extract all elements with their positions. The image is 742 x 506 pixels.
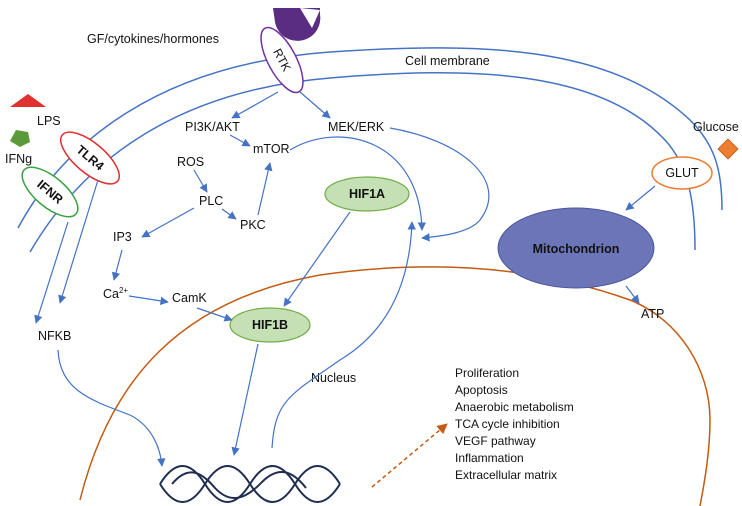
glut-transporter <box>651 156 713 190</box>
outcome-item: Apoptosis <box>455 383 508 397</box>
glut-label: GLUT <box>665 166 699 180</box>
cell-membrane-outer <box>17 47 723 229</box>
glucose-label: Glucose <box>693 120 739 134</box>
plc-label: PLC <box>199 194 223 208</box>
gf-label: GF/cytokines/hormones <box>87 32 219 46</box>
lps-label: LPS <box>37 114 61 128</box>
outcome-item: Proliferation <box>455 366 519 380</box>
atp-label: ATP <box>641 307 664 321</box>
outcome-item: Inflammation <box>455 451 524 465</box>
mtor-label: mTOR <box>253 142 290 156</box>
glucose-icon <box>717 138 739 160</box>
dna-helix-icon <box>159 465 341 503</box>
pkc-label: PKC <box>240 218 266 232</box>
outcome-item: VEGF pathway <box>455 434 536 448</box>
outcomes-list: Proliferation Apoptosis Anaerobic metabo… <box>455 366 574 482</box>
ifng-icon <box>10 130 30 147</box>
nfkb-label: NFKB <box>38 329 71 343</box>
outcome-arrow <box>371 423 448 488</box>
tlr4-receptor <box>60 131 120 185</box>
ca-label: Ca2+ <box>103 286 128 301</box>
signaling-arrows <box>34 91 656 467</box>
ifnr-receptor <box>21 166 79 218</box>
outcome-item: Anaerobic metabolism <box>455 400 574 414</box>
mitochondrion <box>497 207 655 289</box>
cell-membrane-label: Cell membrane <box>405 54 490 68</box>
outcome-item: TCA cycle inhibition <box>455 417 560 431</box>
mitochondrion-label: Mitochondrion <box>533 242 620 256</box>
rtk-receptor <box>260 26 304 94</box>
lps-icon <box>10 94 46 107</box>
pi3k-label: PI3K/AKT <box>185 120 240 134</box>
ip3-label: IP3 <box>113 230 132 244</box>
mek-label: MEK/ERK <box>328 120 385 134</box>
outcome-item: Extracellular matrix <box>455 468 557 482</box>
camk-label: CamK <box>172 291 207 305</box>
ros-label: ROS <box>177 155 204 169</box>
ifng-label: IFNg <box>5 152 32 166</box>
hif1a-label: HIF1A <box>349 187 385 201</box>
hif1a-node <box>324 176 410 212</box>
hif1b-label: HIF1B <box>252 318 288 332</box>
nucleus-label: Nucleus <box>311 371 356 385</box>
hif1b-node <box>229 307 311 343</box>
